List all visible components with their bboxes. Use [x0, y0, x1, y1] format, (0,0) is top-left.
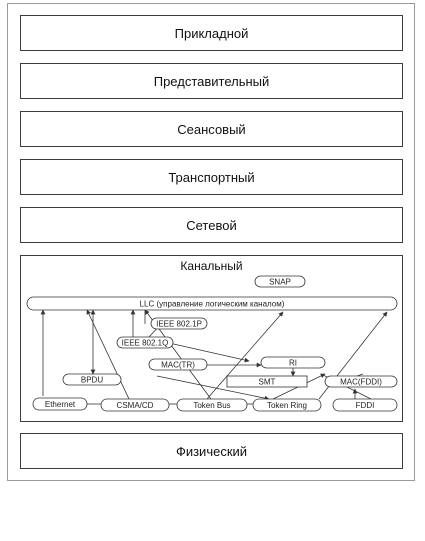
node-llc: LLC (управление логическим каналом) [26, 296, 398, 311]
layer-physical: Физический [20, 433, 403, 469]
node-smt-label: SMT [259, 378, 276, 387]
layer-presentation-label: Представительный [153, 73, 270, 89]
layer-transport: Транспортный [20, 159, 403, 195]
layer-session: Сеансовый [20, 111, 403, 147]
edge-8021q-smt [168, 342, 250, 363]
layer-application: Прикладной [20, 15, 403, 51]
node-ieee-8021p-label: IEEE 802.1P [156, 320, 202, 329]
node-token-ring: Token Ring [252, 398, 322, 412]
layer-network: Сетевой [20, 207, 403, 243]
node-mac-tr-label: MAC(TR) [161, 361, 195, 370]
node-bpdu-label: BPDU [81, 376, 103, 385]
node-token-ring-label: Token Ring [267, 401, 307, 410]
node-ri-label: RI [289, 359, 297, 368]
layer-application-label: Прикладной [174, 25, 249, 41]
node-mac-fddi: MAC(FDDI) [324, 375, 398, 388]
edge-mactr-tokenring [156, 375, 270, 401]
node-token-bus: Token Bus [176, 398, 248, 412]
node-snap: SNAP [254, 275, 306, 288]
node-llc-label: LLC (управление логическим каналом) [140, 300, 285, 309]
layer-network-label: Сетевой [186, 217, 237, 233]
node-smt: SMT [226, 375, 308, 388]
node-ethernet-label: Ethernet [45, 400, 76, 409]
node-csma-cd: CSMA/CD [100, 398, 170, 412]
diagram-frame [7, 3, 415, 481]
layer-presentation: Представительный [20, 63, 403, 99]
node-ieee-8021q: IEEE 802.1Q [116, 336, 174, 349]
edge-csmacd-llc [86, 309, 130, 400]
node-ethernet: Ethernet [32, 397, 88, 411]
node-ieee-8021p: IEEE 802.1P [150, 317, 208, 330]
layer-datalink-label: Канальный [180, 259, 243, 273]
edge-tokenbus-snap [206, 311, 284, 400]
node-token-bus-label: Token Bus [193, 401, 230, 410]
layer-physical-label: Физический [175, 443, 248, 459]
node-ieee-8021q-label: IEEE 802.1Q [122, 339, 169, 348]
node-csma-cd-label: CSMA/CD [117, 401, 154, 410]
node-snap-label: SNAP [269, 278, 291, 287]
layer-session-label: Сеансовый [177, 121, 246, 137]
node-fddi: FDDI [332, 398, 398, 412]
datalink-diagram: SNAP LLC (управление логическим каналом)… [26, 275, 398, 412]
node-bpdu: BPDU [62, 373, 122, 386]
layer-transport-label: Транспортный [168, 169, 255, 185]
node-ri: RI [260, 356, 326, 369]
node-fddi-label: FDDI [356, 401, 375, 410]
node-mac-fddi-label: MAC(FDDI) [340, 378, 382, 387]
layer-datalink: Канальный [20, 255, 403, 422]
node-mac-tr: MAC(TR) [148, 358, 208, 371]
